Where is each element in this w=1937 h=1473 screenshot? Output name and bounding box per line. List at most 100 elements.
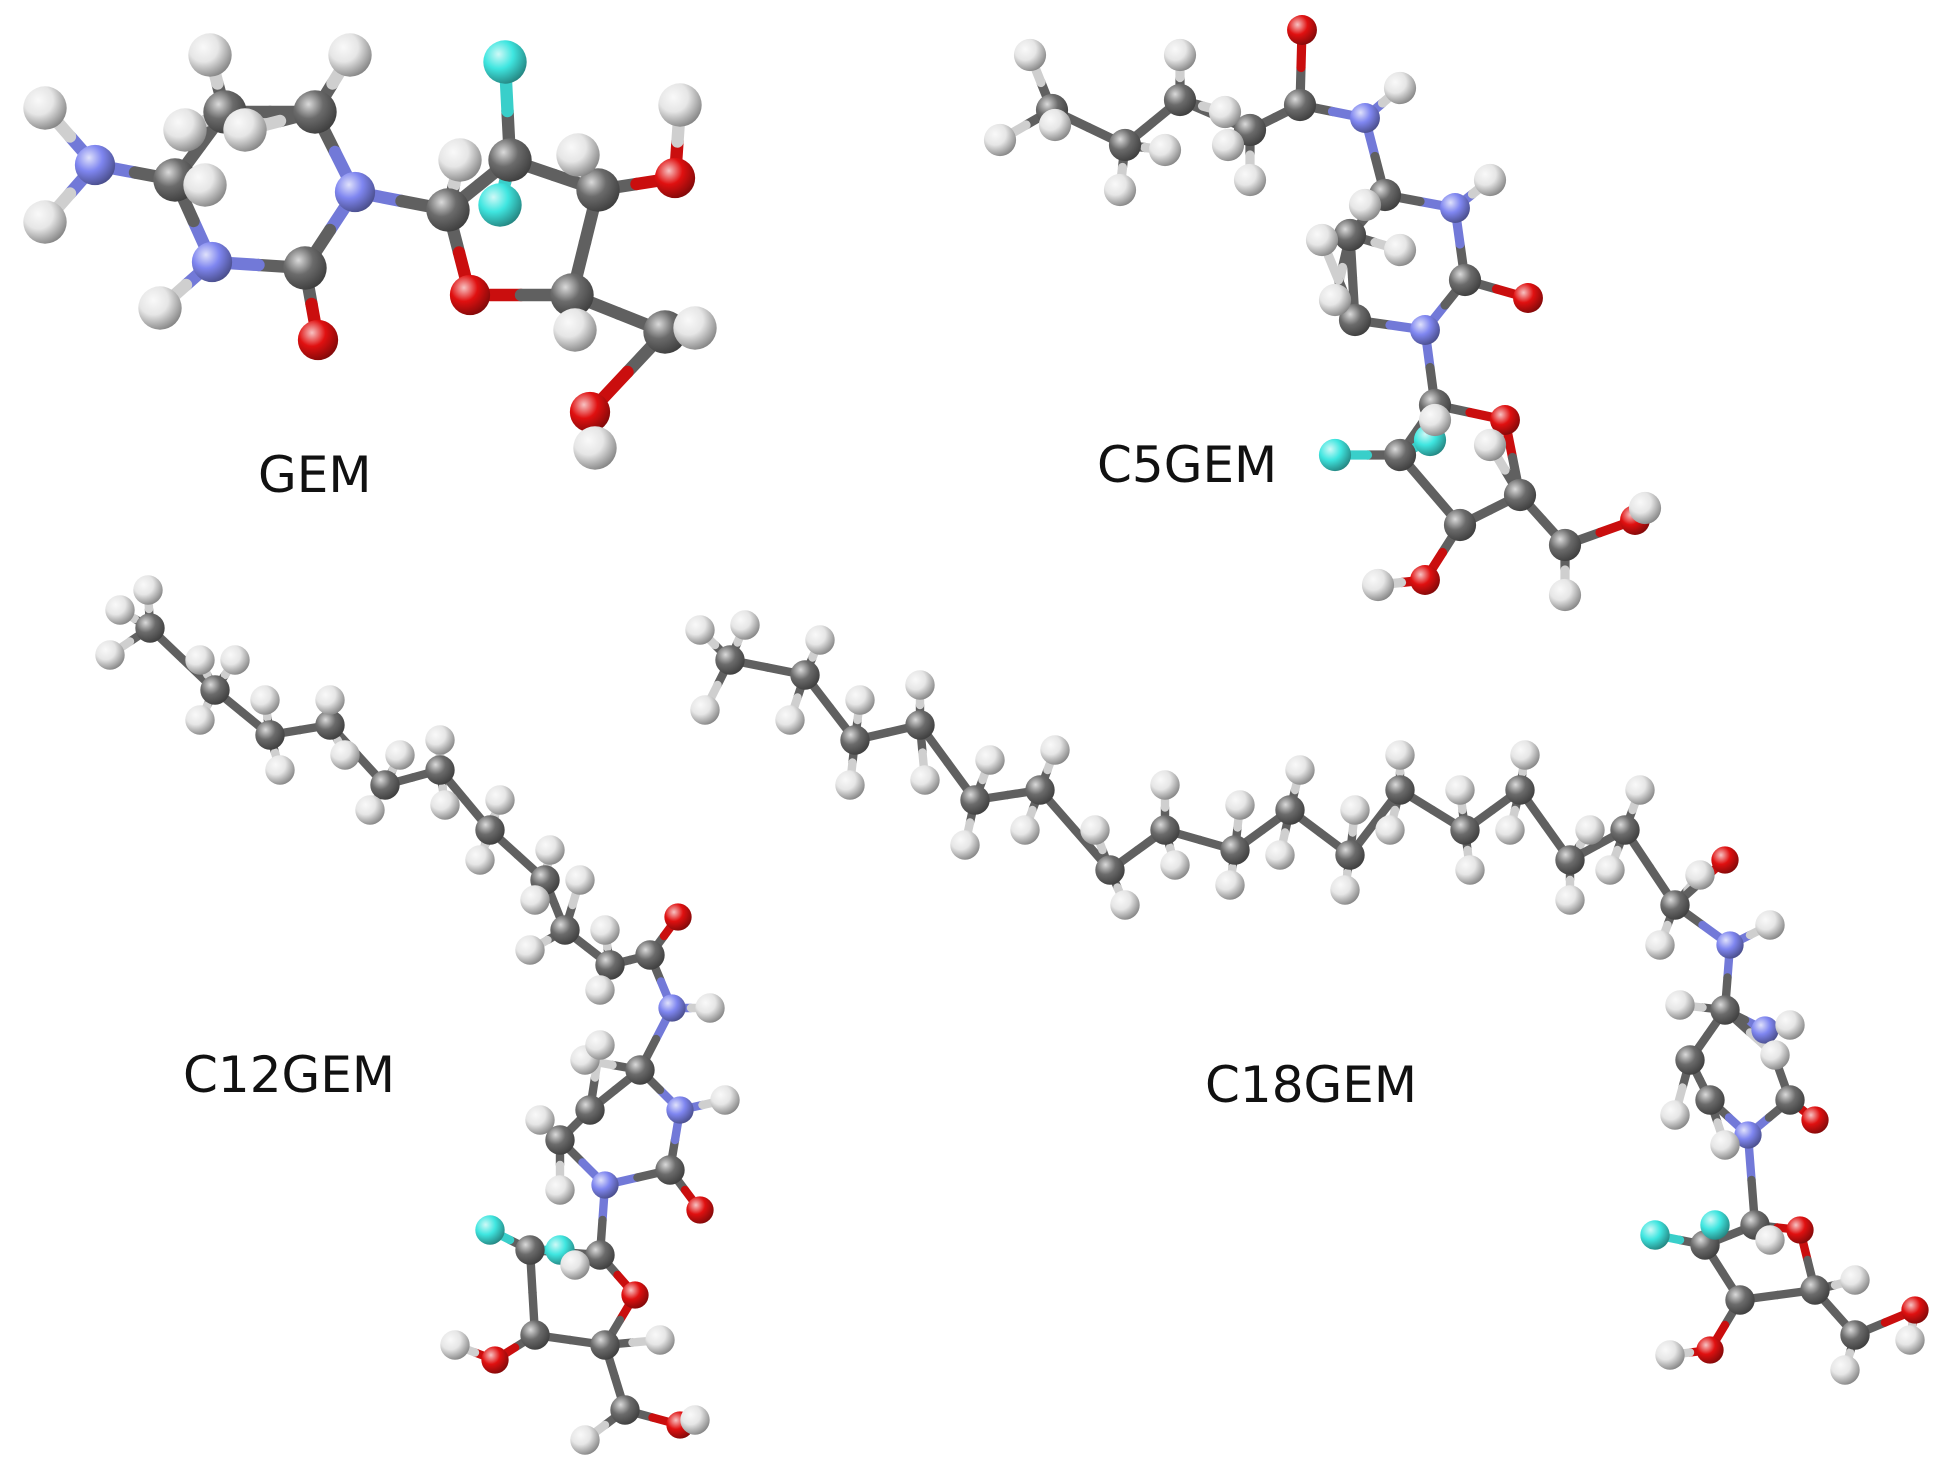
atom-nitrogen bbox=[658, 994, 686, 1022]
atom-nitrogen bbox=[191, 241, 233, 283]
atom-carbon bbox=[1338, 303, 1372, 337]
atom-carbon bbox=[790, 660, 820, 690]
c18gem-label: C18GEM bbox=[1205, 1056, 1418, 1114]
atom-oxygen bbox=[1410, 565, 1440, 595]
atom-hydrogen bbox=[1103, 173, 1137, 207]
atom-carbon bbox=[840, 725, 870, 755]
atom-hydrogen bbox=[1160, 850, 1190, 880]
atom-hydrogen bbox=[680, 1405, 710, 1435]
atom-hydrogen bbox=[1080, 815, 1110, 845]
atom-oxygen bbox=[1801, 1106, 1829, 1134]
atom-oxygen bbox=[481, 1346, 509, 1374]
atom-carbon bbox=[1448, 263, 1482, 297]
atom-carbon bbox=[590, 1330, 620, 1360]
atom-hydrogen bbox=[250, 685, 280, 715]
atom-oxygen bbox=[449, 274, 491, 316]
atom-hydrogen bbox=[845, 685, 875, 715]
atom-carbon bbox=[1025, 775, 1055, 805]
atom-hydrogen bbox=[1660, 1100, 1690, 1130]
atom-carbon bbox=[1335, 840, 1365, 870]
atom-oxygen bbox=[621, 1281, 649, 1309]
atom-carbon bbox=[1725, 1285, 1755, 1315]
atom-hydrogen bbox=[1375, 815, 1405, 845]
atom-hydrogen bbox=[465, 845, 495, 875]
atom-hydrogen bbox=[385, 740, 415, 770]
atom-hydrogen bbox=[1285, 755, 1315, 785]
atom-carbon bbox=[370, 770, 400, 800]
atom-hydrogen bbox=[220, 645, 250, 675]
atom-hydrogen bbox=[553, 308, 597, 352]
atom-hydrogen bbox=[1445, 775, 1475, 805]
atom-oxygen bbox=[1786, 1216, 1814, 1244]
atom-carbon bbox=[1505, 775, 1535, 805]
gem-label: GEM bbox=[258, 446, 372, 504]
atom-fluorine bbox=[1640, 1220, 1670, 1250]
atom-hydrogen bbox=[1208, 95, 1242, 129]
atom-hydrogen bbox=[1305, 223, 1339, 257]
atom-hydrogen bbox=[1555, 885, 1585, 915]
atom-hydrogen bbox=[1330, 875, 1360, 905]
c18gem-atoms bbox=[685, 610, 1929, 1385]
atom-hydrogen bbox=[105, 595, 135, 625]
atom-hydrogen bbox=[520, 885, 550, 915]
atom-carbon bbox=[1383, 438, 1417, 472]
atom-carbon bbox=[1840, 1320, 1870, 1350]
atom-hydrogen bbox=[355, 795, 385, 825]
atom-hydrogen bbox=[185, 705, 215, 735]
atom-hydrogen bbox=[1473, 428, 1507, 462]
atom-carbon bbox=[655, 1155, 685, 1185]
atom-carbon bbox=[1333, 218, 1367, 252]
atom-hydrogen bbox=[1225, 790, 1255, 820]
atom-hydrogen bbox=[1233, 163, 1267, 197]
atom-hydrogen bbox=[430, 790, 460, 820]
atom-hydrogen bbox=[556, 133, 600, 177]
atom-hydrogen bbox=[1755, 910, 1785, 940]
atom-carbon bbox=[585, 1240, 615, 1270]
atom-hydrogen bbox=[525, 1105, 555, 1135]
atom-carbon bbox=[293, 90, 337, 134]
atom-hydrogen bbox=[1760, 1040, 1790, 1070]
atom-carbon bbox=[1275, 795, 1305, 825]
c18gem-bonds bbox=[695, 620, 1920, 1375]
atom-nitrogen bbox=[1410, 315, 1440, 345]
atom-hydrogen bbox=[23, 200, 67, 244]
c12gem-label: C12GEM bbox=[183, 1046, 396, 1104]
atom-hydrogen bbox=[685, 615, 715, 645]
atom-hydrogen bbox=[560, 1250, 590, 1280]
atom-hydrogen bbox=[330, 740, 360, 770]
atom-hydrogen bbox=[138, 286, 182, 330]
atom-fluorine bbox=[478, 183, 522, 227]
atom-hydrogen bbox=[1645, 930, 1675, 960]
atom-oxygen bbox=[297, 319, 339, 361]
atom-hydrogen bbox=[983, 123, 1017, 157]
atom-hydrogen bbox=[1013, 38, 1047, 72]
atom-carbon bbox=[1283, 88, 1317, 122]
atom-carbon bbox=[1450, 815, 1480, 845]
atom-fluorine bbox=[1700, 1210, 1730, 1240]
atom-hydrogen bbox=[1211, 128, 1245, 162]
atom-carbon bbox=[315, 710, 345, 740]
atom-hydrogen bbox=[1150, 770, 1180, 800]
atom-hydrogen bbox=[1418, 403, 1452, 437]
atom-nitrogen bbox=[74, 144, 116, 186]
atom-carbon bbox=[425, 755, 455, 785]
atom-carbon bbox=[135, 613, 165, 643]
atom-carbon bbox=[1660, 890, 1690, 920]
atom-carbon bbox=[1695, 1085, 1725, 1115]
atom-carbon bbox=[515, 1235, 545, 1265]
atom-carbon bbox=[1710, 995, 1740, 1025]
atom-hydrogen bbox=[1010, 815, 1040, 845]
atom-hydrogen bbox=[1625, 775, 1655, 805]
atom-oxygen bbox=[664, 903, 692, 931]
atom-carbon bbox=[635, 940, 665, 970]
atom-hydrogen bbox=[265, 755, 295, 785]
atom-hydrogen bbox=[328, 33, 372, 77]
atom-hydrogen bbox=[1383, 233, 1417, 267]
atom-carbon bbox=[715, 645, 745, 675]
atom-hydrogen bbox=[545, 1175, 575, 1205]
atom-hydrogen bbox=[590, 915, 620, 945]
gem-molecule bbox=[23, 33, 717, 470]
atom-hydrogen bbox=[585, 1030, 615, 1060]
atom-carbon bbox=[550, 273, 594, 317]
